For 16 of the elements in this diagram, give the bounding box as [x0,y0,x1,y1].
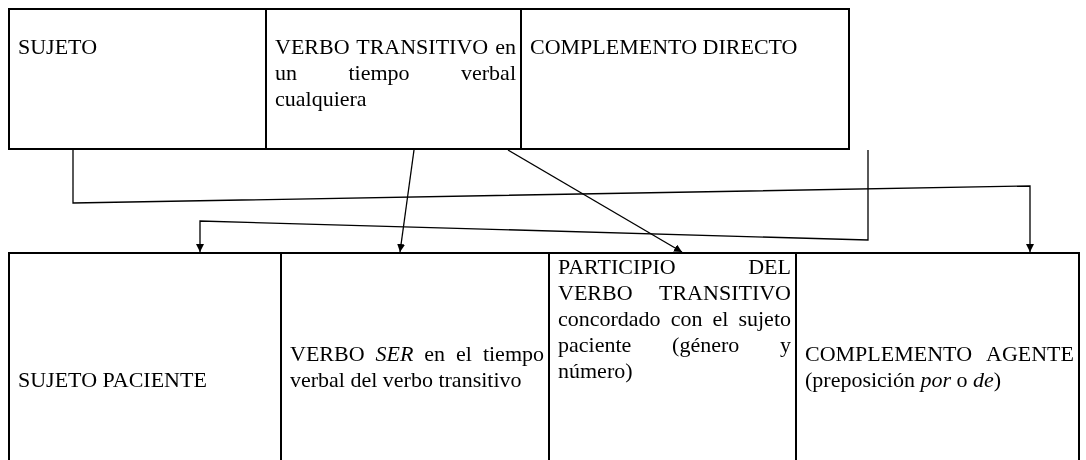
arrow [507,149,683,253]
table-cell [795,252,1080,460]
arrow [72,149,1034,253]
arrow [397,149,415,253]
cell-text: COMPLEMENTO DIRECTO [530,34,799,60]
arrow [196,149,869,253]
table-cell [8,8,267,150]
cell-text: VERBO TRANSITIVO en un tiempo verbal cualquiera [275,34,516,112]
cell-text: SUJETO [18,34,99,60]
table-cell [265,8,522,150]
table-cell [8,252,282,460]
cell-text: PARTICIPIO DEL VERBO TRANSITIVO concordado con el sujeto paciente (género y número) [558,254,791,384]
cell-text: COMPLEMENTO AGENTE (preposición por o de) [805,341,1074,393]
table-cell [520,8,850,150]
cell-text: SUJETO PACIENTE [18,367,208,393]
cell-text: VERBO SER en el tiempo verbal del verbo transitivo [290,341,544,393]
